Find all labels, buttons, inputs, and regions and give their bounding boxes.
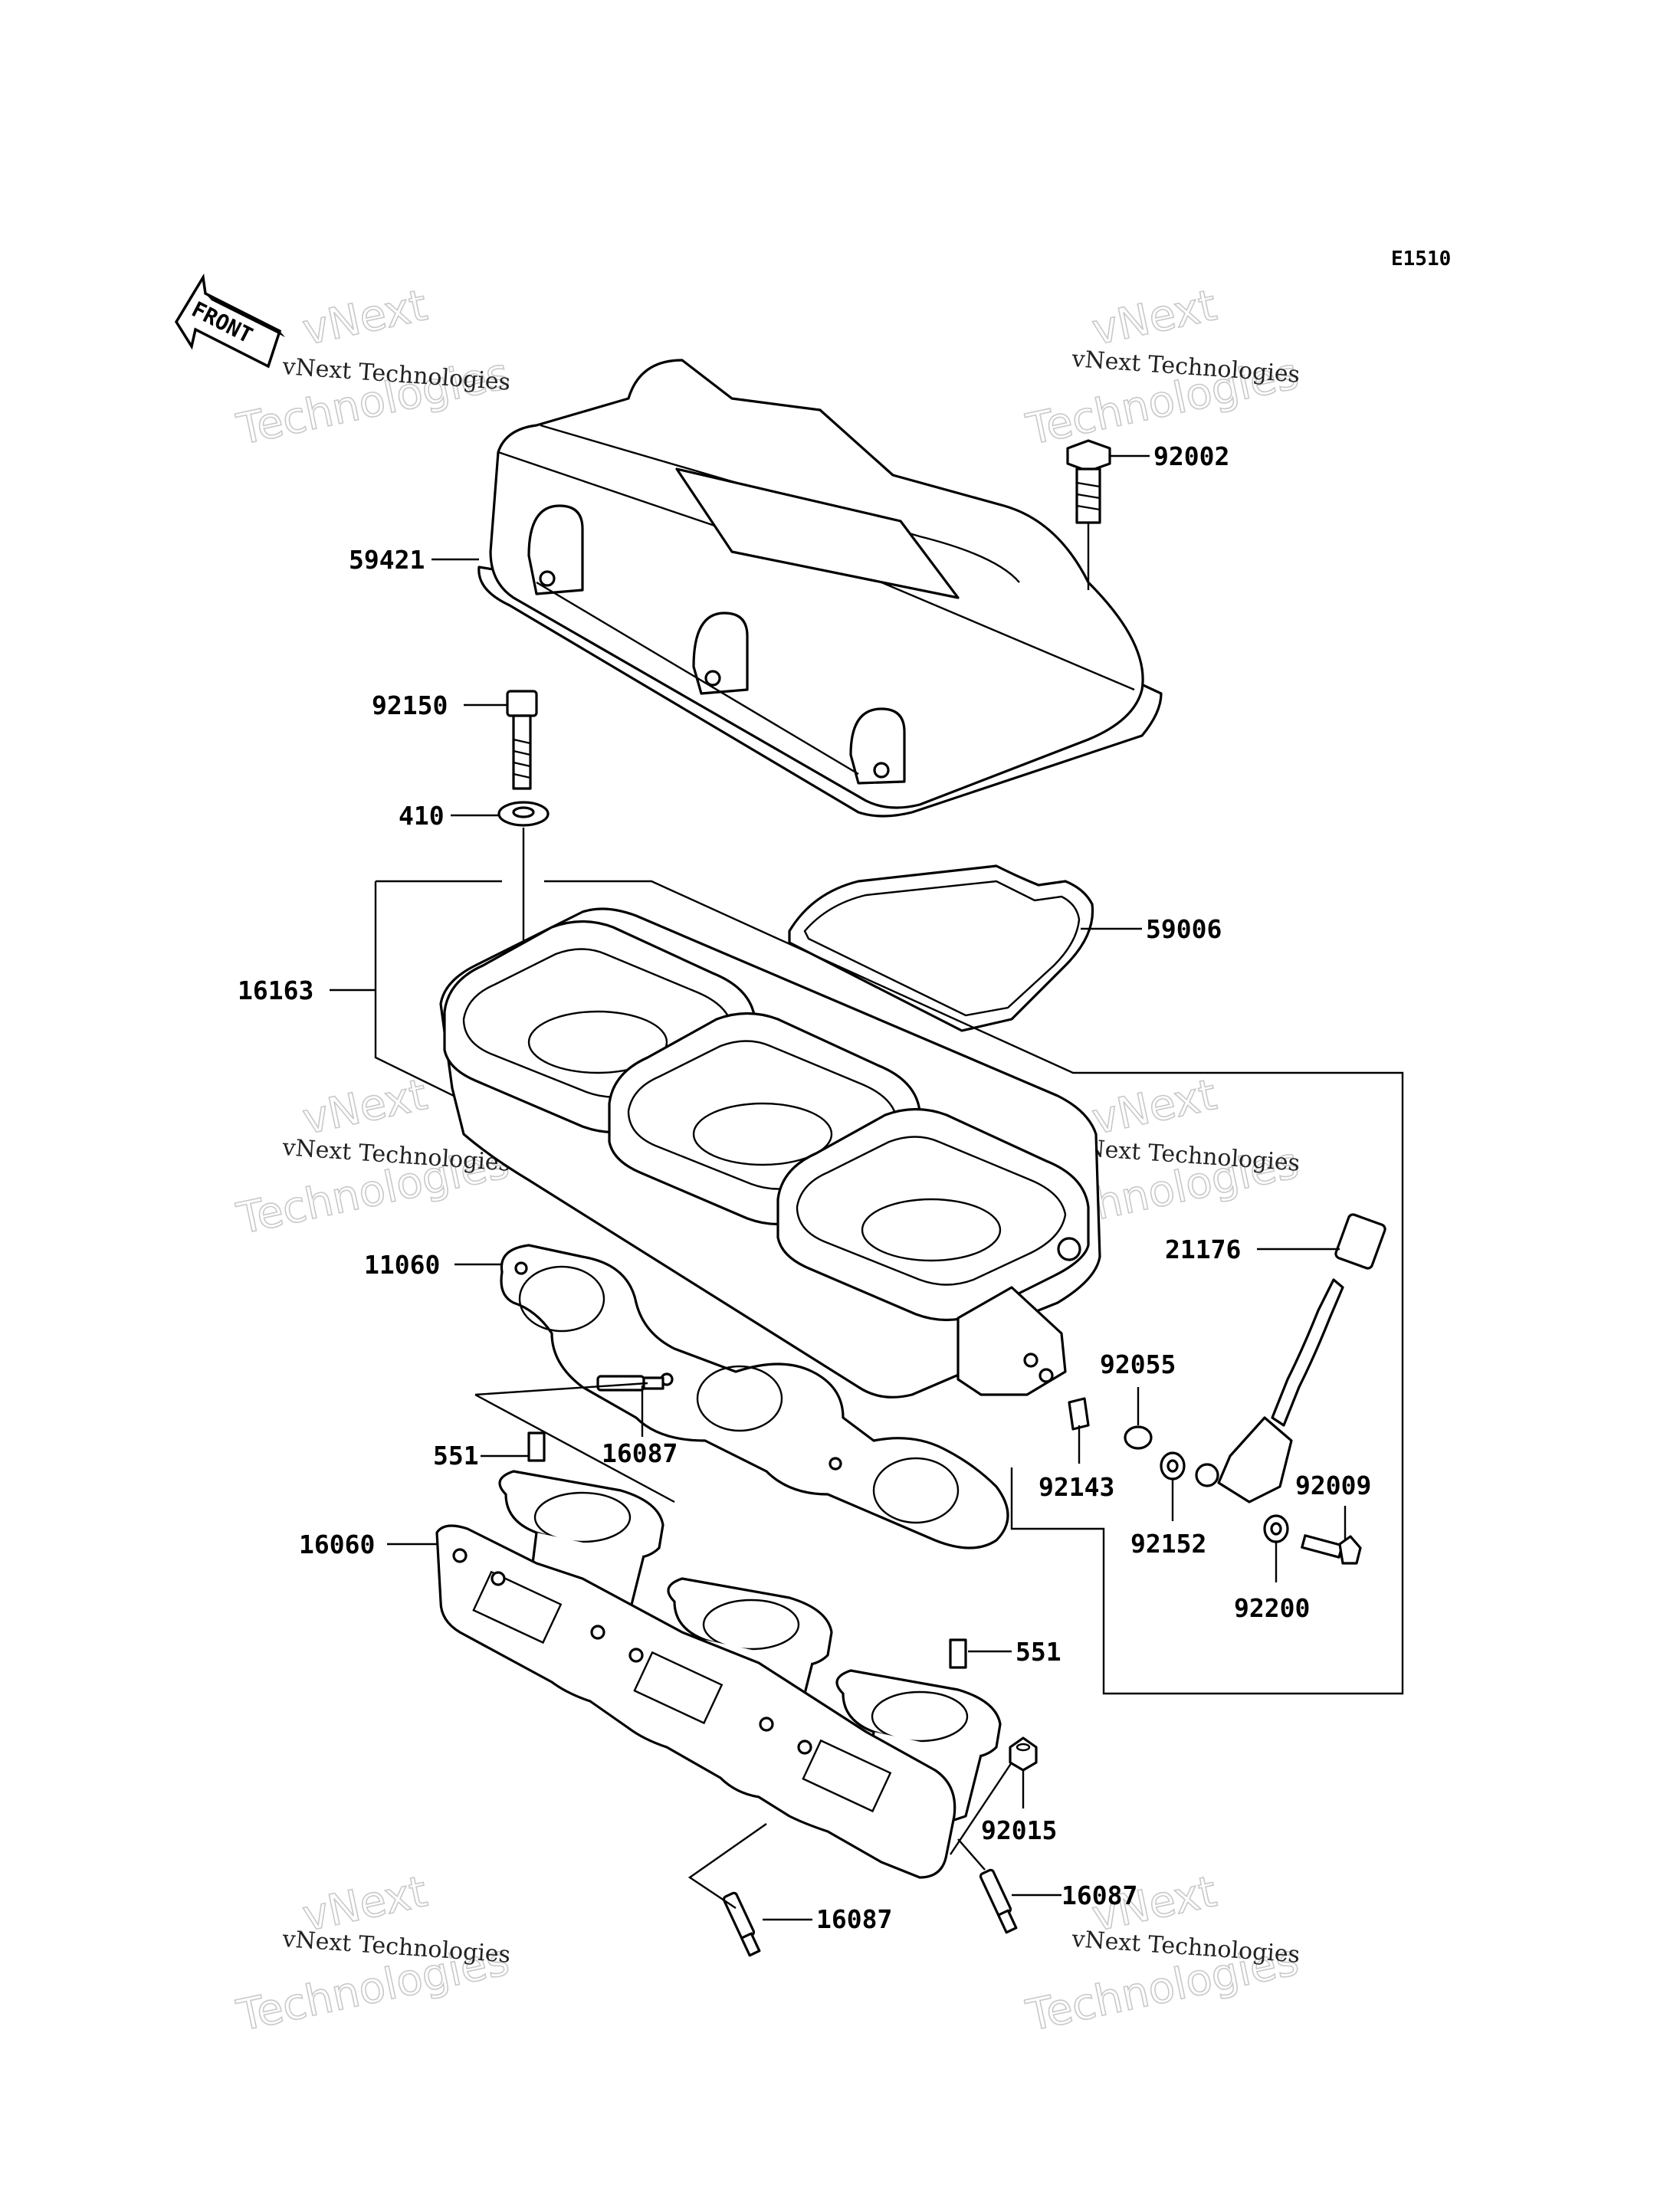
dowel-551-a[interactable] [527, 1431, 546, 1462]
label-59006: 59006 [1146, 914, 1222, 944]
label-59421: 59421 [349, 545, 425, 575]
label-92143: 92143 [1039, 1472, 1114, 1502]
sensor-16087-c[interactable] [979, 1868, 1018, 1934]
label-92055: 92055 [1100, 1349, 1176, 1379]
bolt-92009[interactable] [1301, 1534, 1362, 1565]
svg-text:vNext: vNext [298, 280, 431, 356]
svg-text:vNext: vNext [1088, 1070, 1221, 1145]
bolt-92002[interactable] [1066, 439, 1111, 524]
throttle-body-16163[interactable] [439, 907, 1101, 1399]
gasket-59006[interactable] [788, 864, 1094, 1032]
label-16163: 16163 [238, 976, 313, 1005]
label-16087-a: 16087 [602, 1438, 678, 1468]
label-92009: 92009 [1295, 1471, 1371, 1500]
label-16087-c: 16087 [1061, 1881, 1137, 1910]
label-92200: 92200 [1234, 1593, 1310, 1623]
label-551-a: 551 [433, 1441, 479, 1471]
label-16087-b: 16087 [816, 1904, 892, 1934]
label-11060: 11060 [364, 1250, 440, 1280]
dowel-551-b[interactable] [949, 1638, 967, 1669]
label-92015: 92015 [981, 1815, 1057, 1845]
washer-92200[interactable] [1263, 1514, 1289, 1543]
label-92150: 92150 [372, 690, 448, 720]
nut-92015[interactable] [1009, 1736, 1038, 1772]
label-551-b: 551 [1016, 1637, 1061, 1667]
front-arrow-icon: FRONT [174, 273, 285, 369]
diagram-code: E1510 [1391, 248, 1451, 271]
gasket-11060[interactable] [500, 1244, 1009, 1549]
cover-59421[interactable] [477, 359, 1163, 818]
svg-text:vNext: vNext [1088, 280, 1221, 356]
label-410: 410 [399, 801, 445, 831]
sensor-16087-a[interactable] [596, 1375, 664, 1392]
washer-92152[interactable] [1160, 1451, 1186, 1481]
oring-92055[interactable] [1124, 1425, 1153, 1450]
sensor-16087-b[interactable] [722, 1891, 761, 1957]
label-16060: 16060 [299, 1530, 375, 1559]
bolt-92150[interactable] [506, 690, 538, 790]
label-92152: 92152 [1130, 1529, 1206, 1559]
label-21176: 21176 [1165, 1235, 1241, 1264]
watermark-top-right: vNext Technologies vNext Technologies [1022, 280, 1304, 455]
watermark-top-left: vNext Technologies vNext Technologies [232, 280, 514, 455]
svg-text:vNext: vNext [298, 1070, 431, 1145]
watermark-bottom-left: vNext Technologies vNext Technologies [232, 1866, 514, 2041]
manifold-16060[interactable] [435, 1470, 1002, 1879]
sensor-21176[interactable] [1195, 1213, 1386, 1503]
label-92002: 92002 [1153, 441, 1229, 471]
clip-92143[interactable] [1068, 1397, 1090, 1431]
washer-410[interactable] [497, 801, 550, 827]
